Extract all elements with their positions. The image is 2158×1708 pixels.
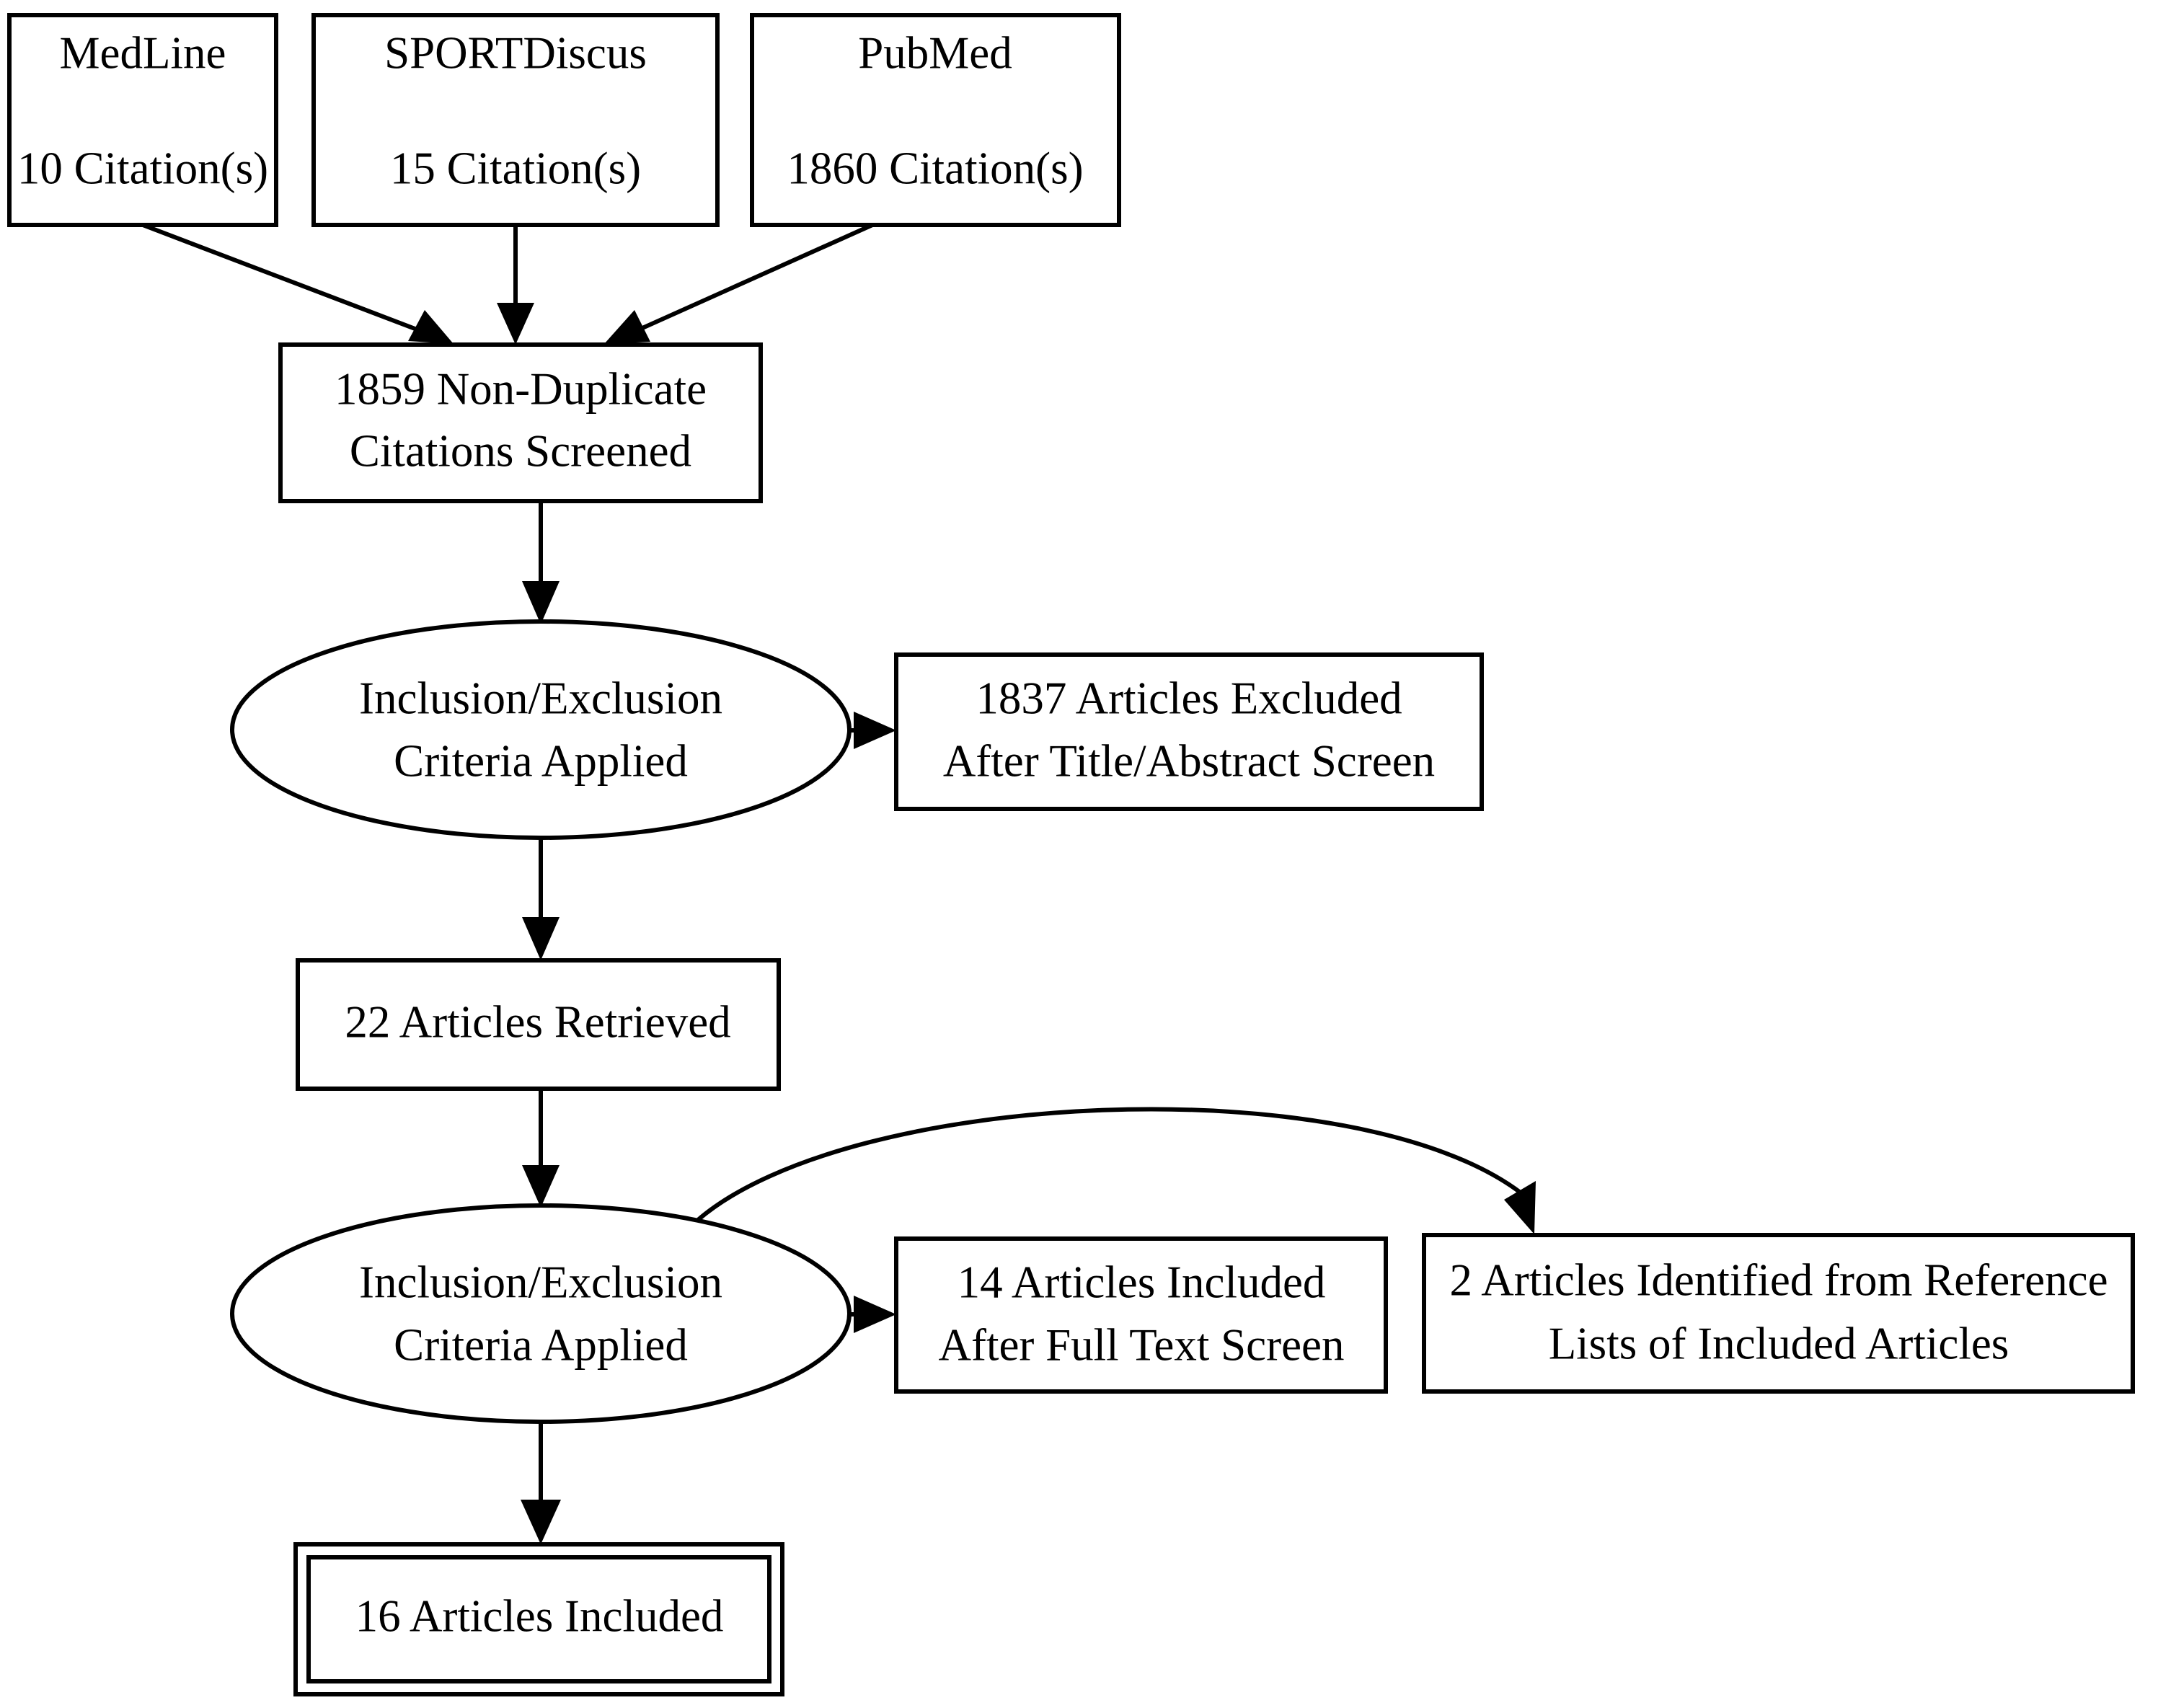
node-pubmed[interactable]: PubMed 1860 Citation(s) [750,13,1121,227]
edge-medline-to-nonduplicate [141,223,454,344]
node-medline-line2: 10 Citation(s) [17,143,268,193]
edge-criteria2-to-fulltext [849,1296,896,1333]
edge-criteria2-to-reference [697,1107,1536,1234]
node-reference-lists[interactable]: 2 Articles Identified from Reference Lis… [1422,1233,2135,1394]
node-final-included[interactable]: 16 Articles Included [293,1542,784,1696]
node-articles-excluded[interactable]: 1837 Articles Excluded After Title/Abstr… [894,652,1484,811]
node-criteria-applied-screening[interactable]: Inclusion/Exclusion Criteria Applied [230,619,852,840]
node-articles-retrieved[interactable]: 22 Articles Retrieved [296,958,781,1091]
node-medline[interactable]: MedLine 10 Citation(s) [7,13,278,227]
edge-nonduplicate-to-criteria1 [522,501,560,624]
node-criteria2-line2: Criteria Applied [394,1319,688,1370]
node-criteria1-line2: Criteria Applied [394,735,688,786]
node-criteria1-line1: Inclusion/Exclusion [359,673,722,723]
node-nonduplicate-line1: 1859 Non-Duplicate [335,363,707,414]
node-pubmed-line1: PubMed [858,27,1012,78]
node-nonduplicate-line2: Citations Screened [350,425,691,476]
edge-criteria1-to-retrieved [522,838,560,960]
node-retrieved-line1: 22 Articles Retrieved [345,996,730,1047]
edge-retrieved-to-criteria2 [522,1089,560,1208]
node-sportdiscus-line2: 15 Citation(s) [390,143,641,193]
node-medline-line1: MedLine [60,27,226,78]
node-fulltext-line1: 14 Articles Included [958,1257,1326,1307]
node-fulltext-line2: After Full Text Screen [938,1319,1344,1370]
edge-criteria2-to-final [521,1422,561,1544]
node-reference-line1: 2 Articles Identified from Reference [1449,1255,2108,1305]
node-excluded-line2: After Title/Abstract Screen [943,735,1435,786]
node-pubmed-line2: 1860 Citation(s) [787,143,1083,193]
node-fulltext-included[interactable]: 14 Articles Included After Full Text Scr… [894,1236,1388,1394]
node-excluded-line1: 1837 Articles Excluded [976,673,1402,723]
node-final-line1: 16 Articles Included [355,1590,724,1641]
node-nonduplicate-citations[interactable]: 1859 Non-Duplicate Citations Screened [278,342,763,503]
node-criteria2-line1: Inclusion/Exclusion [359,1257,722,1307]
edge-pubmed-to-nonduplicate [604,223,874,344]
node-sportdiscus[interactable]: SPORTDiscus 15 Citation(s) [311,13,720,227]
edge-sportdiscus-to-nonduplicate [497,225,534,345]
node-criteria-applied-fulltext[interactable]: Inclusion/Exclusion Criteria Applied [230,1203,852,1424]
node-reference-line2: Lists of Included Articles [1549,1318,2009,1368]
edge-criteria1-to-excluded [849,712,896,749]
node-sportdiscus-line1: SPORTDiscus [384,27,647,78]
